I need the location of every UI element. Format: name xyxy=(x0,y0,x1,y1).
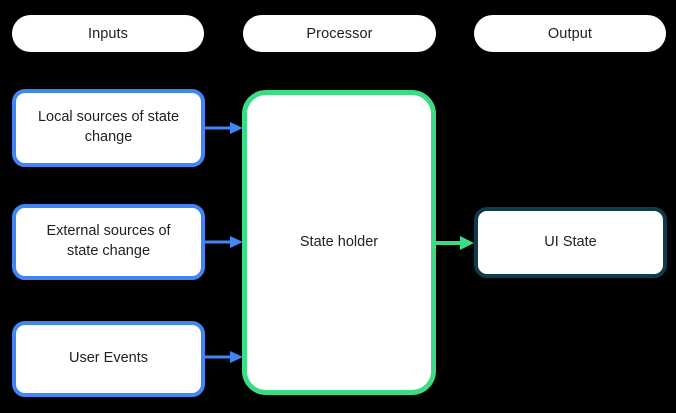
arrow-external-sources-to-state-holder xyxy=(205,236,243,248)
column-header-inputs: Inputs xyxy=(12,15,204,52)
arrow-user-events-to-state-holder xyxy=(205,351,243,363)
node-state-holder: State holder xyxy=(242,90,436,395)
node-user-events: User Events xyxy=(12,321,205,397)
node-local-sources-of-state-change: Local sources of state change xyxy=(12,89,205,167)
column-header-processor: Processor xyxy=(243,15,436,52)
column-header-output: Output xyxy=(474,15,666,52)
arrow-state-holder-to-ui-state xyxy=(436,236,474,250)
node-ui-state: UI State xyxy=(474,207,667,278)
arrow-local-sources-to-state-holder xyxy=(205,122,243,134)
node-external-sources-of-state-change: External sources of state change xyxy=(12,204,205,280)
